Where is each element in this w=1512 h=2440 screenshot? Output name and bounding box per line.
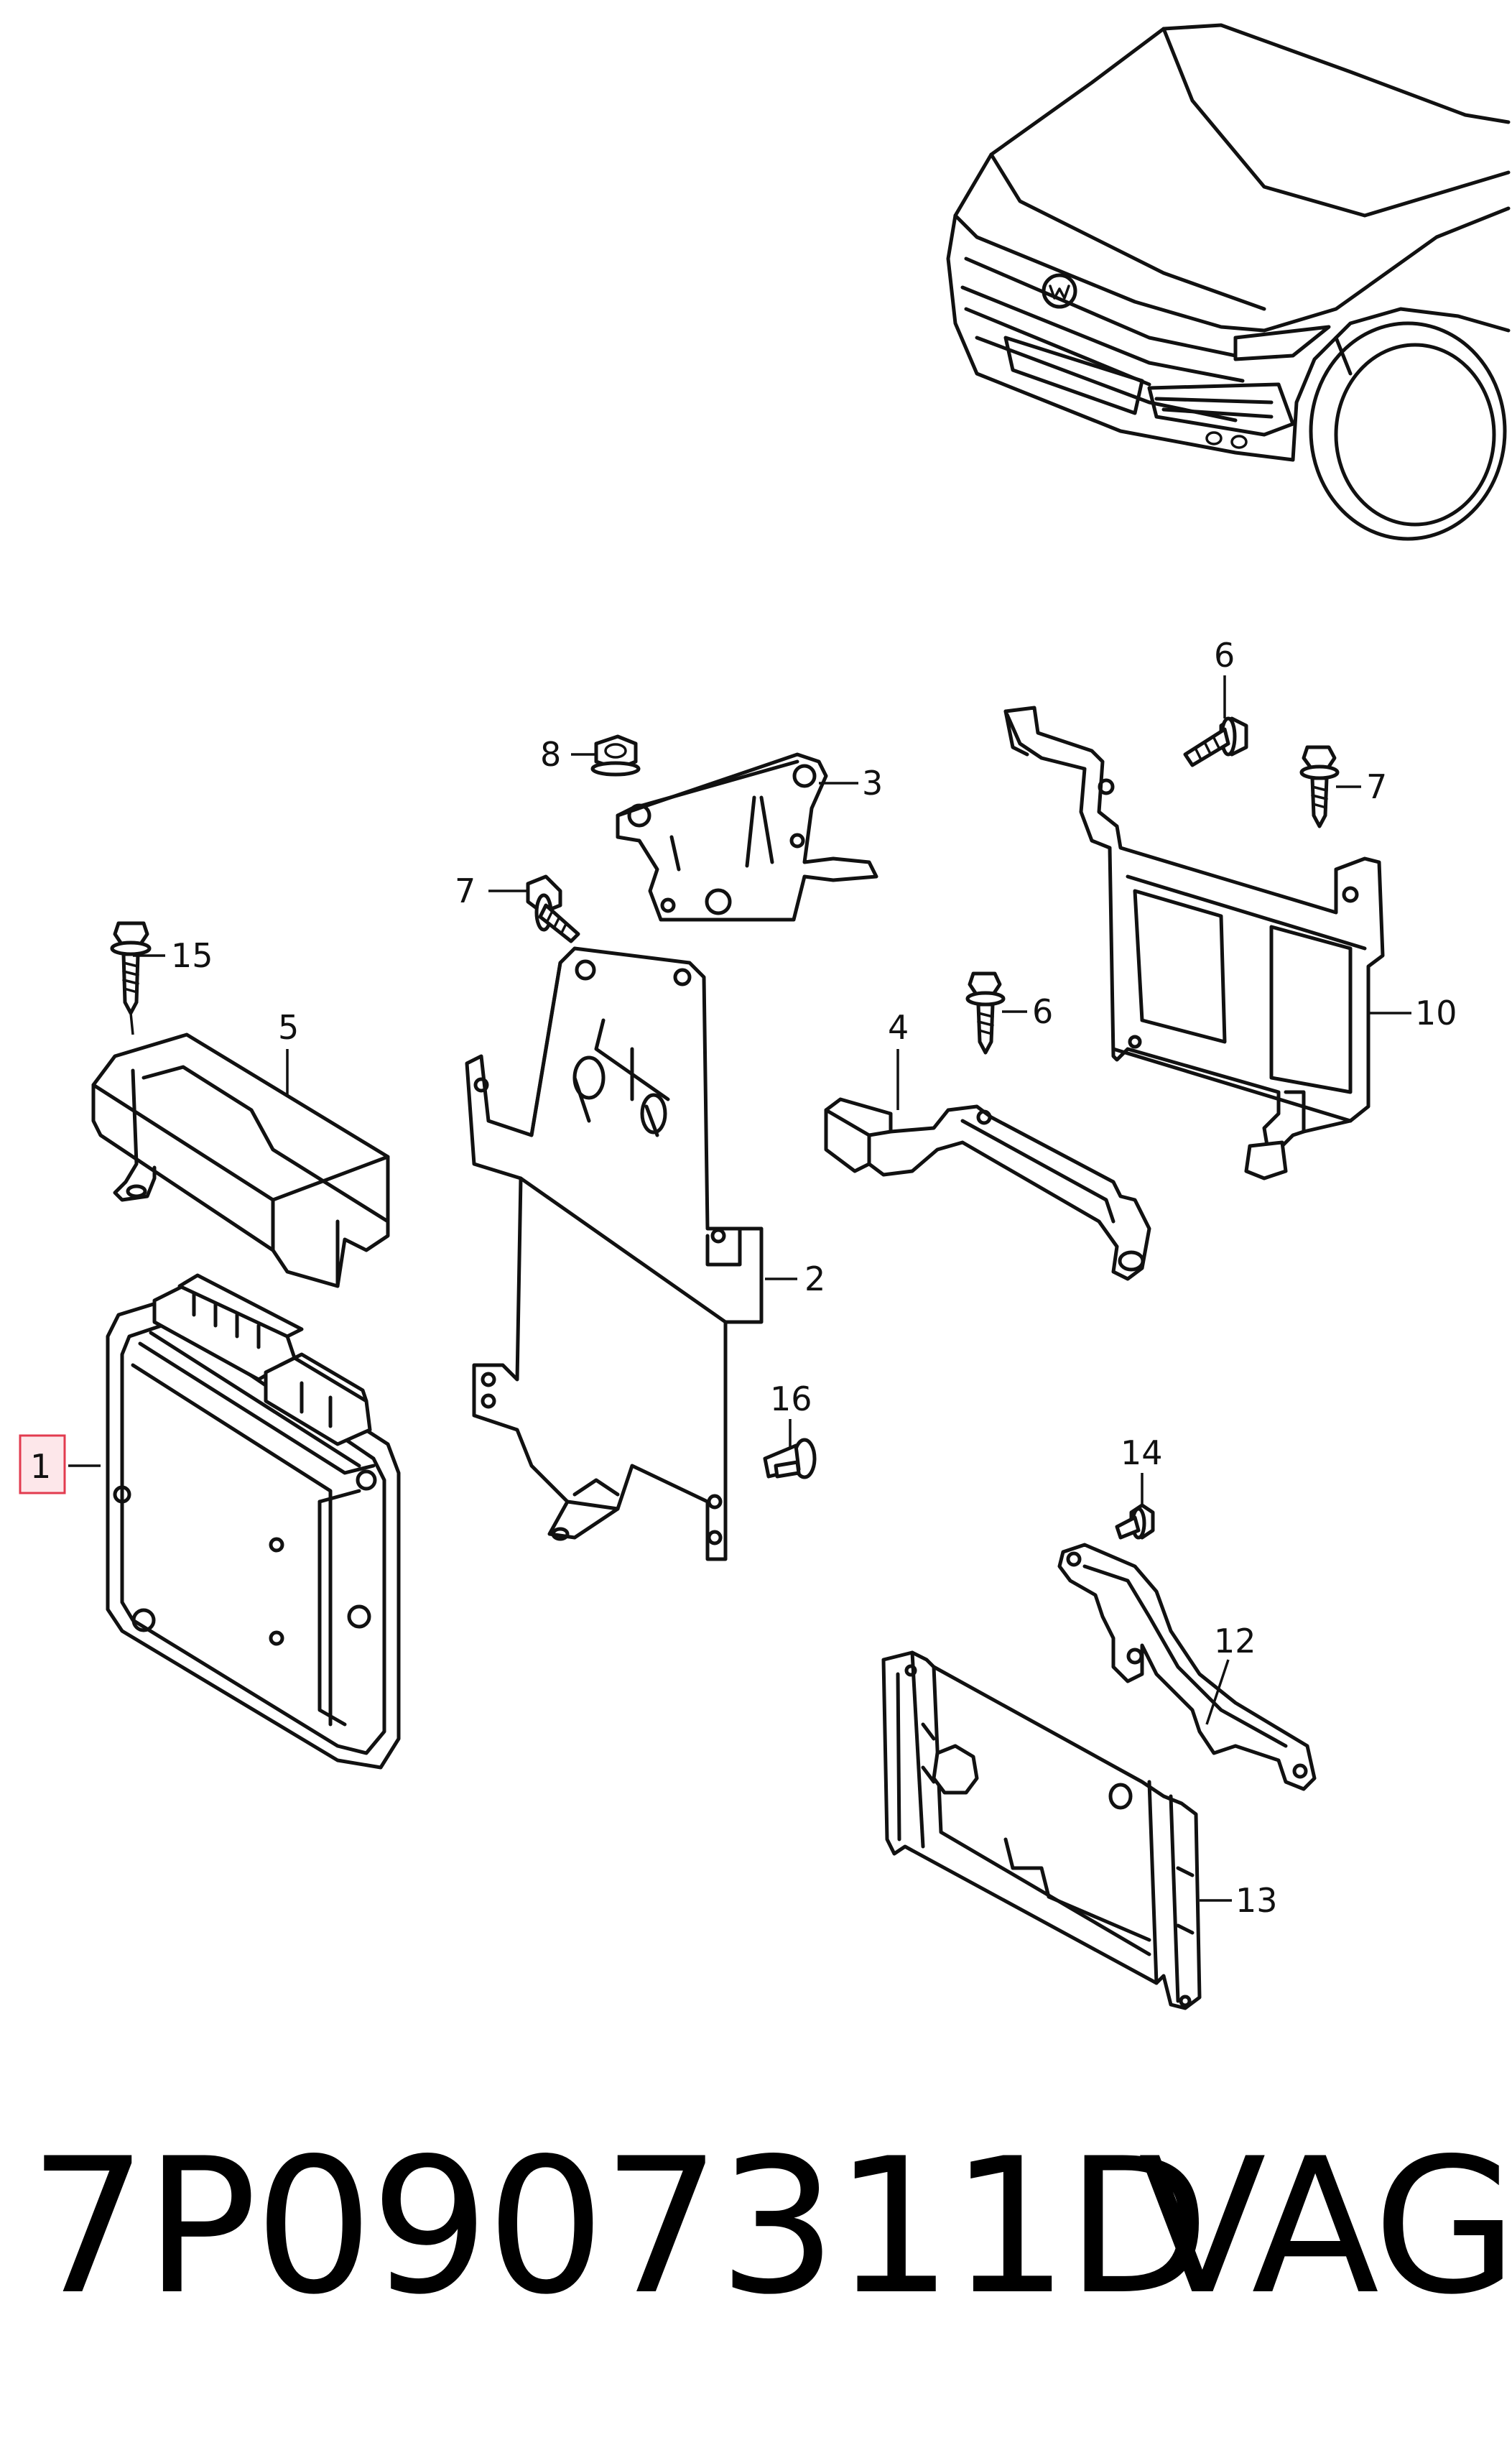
screw-part-7-right [1299,745,1340,828]
callout-7-right[interactable]: 7 [1366,767,1387,806]
bracket-part-10 [1003,706,1385,1180]
vehicle-front-illustration [946,23,1511,541]
callout-16[interactable]: 16 [770,1380,812,1418]
callout-labels: 1 2 3 4 5 6 6 7 7 8 10 12 13 14 15 16 [19,636,1457,1920]
callout-1[interactable]: 1 [30,1447,51,1486]
brand-label: VAG [1138,2119,1512,2336]
control-unit-part-1 [106,1273,401,1770]
callout-4[interactable]: 4 [888,1008,909,1047]
callout-13[interactable]: 13 [1235,1881,1278,1920]
screw-part-14 [1115,1503,1155,1540]
callout-8[interactable]: 8 [540,735,561,774]
callout-14[interactable]: 14 [1121,1433,1163,1472]
callout-1-highlight [19,1434,66,1494]
callout-6-top[interactable]: 6 [1214,636,1235,675]
screw-part-6-middle [965,971,1006,1055]
bracket-part-12 [1057,1543,1317,1791]
bolt-part-16 [763,1438,817,1479]
nut-part-8 [590,734,641,777]
callout-12[interactable]: 12 [1214,1622,1256,1660]
bracket-part-4 [824,1097,1151,1281]
module-part-13 [881,1650,1202,2010]
callout-2[interactable]: 2 [804,1260,825,1298]
callout-3[interactable]: 3 [862,764,883,803]
bracket-part-2 [465,946,764,1561]
callout-5[interactable]: 5 [278,1008,299,1047]
callout-10[interactable]: 10 [1415,994,1457,1032]
callout-7-left[interactable]: 7 [455,872,476,910]
cover-part-5 [91,1032,390,1288]
screw-part-7-left [526,874,580,943]
part-number-label: 7P0907311D [29,2119,1210,2336]
screw-part-6-top [1183,716,1248,767]
bolt-part-15 [110,921,152,1035]
callout-15[interactable]: 15 [171,936,213,975]
leader-lines [68,675,1411,1902]
bracket-part-3 [616,752,878,922]
callout-6-middle[interactable]: 6 [1032,992,1053,1031]
